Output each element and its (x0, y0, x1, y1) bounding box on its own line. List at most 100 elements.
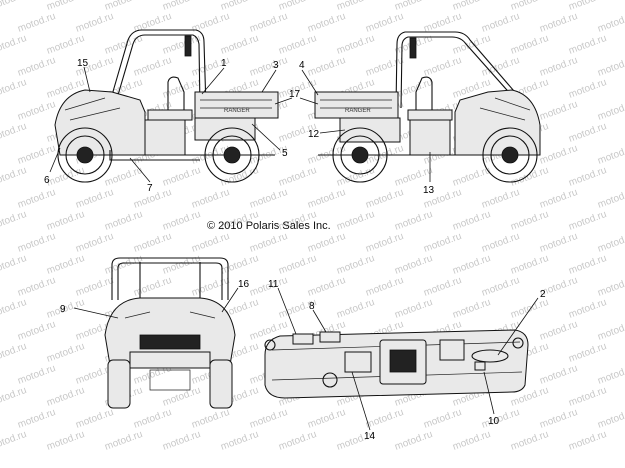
watermark-text: motod.ru (596, 11, 625, 35)
watermark-text: motod.ru (0, 209, 28, 233)
watermark-text: motod.ru (538, 187, 579, 211)
watermark-text: motod.ru (364, 187, 405, 211)
watermark-text: motod.ru (567, 385, 608, 409)
watermark-text: motod.ru (190, 11, 231, 35)
watermark-text: motod.ru (16, 363, 57, 387)
watermark-text: motod.ru (161, 429, 202, 453)
watermark-text: motod.ru (480, 407, 521, 431)
watermark-text: motod.ru (393, 253, 434, 277)
watermark-text: motod.ru (567, 341, 608, 365)
watermark-text: motod.ru (422, 55, 463, 79)
watermark-text: motod.ru (248, 55, 289, 79)
watermark-text: motod.ru (596, 363, 625, 387)
watermark-text: motod.ru (132, 187, 173, 211)
watermark-text: motod.ru (509, 33, 550, 57)
watermark-text: motod.ru (248, 187, 289, 211)
watermark-text: motod.ru (74, 11, 115, 35)
watermark-text: motod.ru (132, 407, 173, 431)
callout-4: 4 (299, 60, 305, 71)
watermark-text: motod.ru (45, 209, 86, 233)
watermark-text: motod.ru (132, 231, 173, 255)
watermark-text: motod.ru (190, 275, 231, 299)
watermark-text: motod.ru (16, 55, 57, 79)
watermark-text: motod.ru (422, 275, 463, 299)
watermark-text: motod.ru (306, 231, 347, 255)
watermark-text: motod.ru (364, 407, 405, 431)
watermark-text: motod.ru (567, 77, 608, 101)
watermark-text: motod.ru (161, 165, 202, 189)
watermark-text: motod.ru (509, 253, 550, 277)
leader-lines (49, 66, 539, 431)
watermark-text: motod.ru (306, 55, 347, 79)
watermark-text: motod.ru (538, 99, 579, 123)
watermark-text: motod.ru (306, 275, 347, 299)
watermark-text: motod.ru (277, 165, 318, 189)
callout-11: 11 (268, 279, 279, 290)
watermark-text: motod.ru (45, 385, 86, 409)
watermark-text: motod.ru (132, 55, 173, 79)
watermark-text: motod.ru (45, 429, 86, 453)
callout-7: 7 (147, 183, 153, 194)
watermark-text: motod.ru (16, 407, 57, 431)
watermark-text: motod.ru (190, 187, 231, 211)
watermark-text: motod.ru (248, 11, 289, 35)
watermark-text: motod.ru (16, 99, 57, 123)
watermark-text: motod.ru (538, 319, 579, 343)
watermark-text: motod.ru (161, 253, 202, 277)
vehicle-front-view (104, 257, 236, 409)
watermark-text: motod.ru (451, 165, 492, 189)
watermark-text: motod.ru (393, 429, 434, 453)
watermark-text: motod.ru (509, 297, 550, 321)
watermark-text: motod.ru (306, 187, 347, 211)
watermark-text: motod.ru (0, 77, 28, 101)
watermark-text: motod.ru (74, 187, 115, 211)
watermark-text: motod.ru (538, 407, 579, 431)
watermark-text: motod.ru (335, 297, 376, 321)
bed-brand-left: RANGER (224, 108, 250, 114)
callout-9: 9 (60, 304, 66, 315)
watermark-text: motod.ru (422, 407, 463, 431)
watermark-text: motod.ru (335, 209, 376, 233)
watermark-text: motod.ru (509, 165, 550, 189)
callout-13: 13 (423, 185, 435, 196)
watermark-text: motod.ru (364, 55, 405, 79)
vehicle-left-side-view: RANGER (54, 29, 279, 183)
watermark-text: motod.ru (538, 231, 579, 255)
watermark-text: motod.ru (567, 121, 608, 145)
watermark-text: motod.ru (45, 253, 86, 277)
watermark-text: motod.ru (103, 165, 144, 189)
watermark-text: motod.ru (0, 385, 28, 409)
watermark-text: motod.ru (0, 121, 28, 145)
watermark-text: motod.ru (0, 33, 28, 57)
callout-14: 14 (364, 431, 376, 442)
copyright-text: © 2010 Polaris Sales Inc. (207, 220, 331, 232)
callout-16: 16 (238, 279, 250, 290)
watermark-text: motod.ru (219, 33, 260, 57)
watermark-text: motod.ru (596, 407, 625, 431)
watermark-text: motod.ru (248, 407, 289, 431)
dashboard-view (264, 329, 529, 399)
watermark-text: motod.ru (596, 55, 625, 79)
wheel-front-left (57, 127, 113, 183)
watermark-text: motod.ru (451, 253, 492, 277)
watermark-text: motod.ru (103, 253, 144, 277)
watermark-text: motod.ru (422, 11, 463, 35)
watermark-text: motod.ru (538, 143, 579, 167)
watermark-text: motod.ru (45, 297, 86, 321)
callout-5: 5 (282, 148, 288, 159)
watermark-text: motod.ru (16, 275, 57, 299)
watermark-text: motod.ru (364, 275, 405, 299)
watermark-text: motod.ru (480, 11, 521, 35)
watermark-text: motod.ru (596, 275, 625, 299)
watermark-text: motod.ru (596, 231, 625, 255)
watermark-text: motod.ru (219, 253, 260, 277)
watermark-text: motod.ru (103, 209, 144, 233)
watermark-text: motod.ru (45, 341, 86, 365)
watermark-text: motod.ru (16, 143, 57, 167)
watermark-text: motod.ru (567, 209, 608, 233)
watermark-text: motod.ru (364, 11, 405, 35)
watermark-text: motod.ru (567, 429, 608, 453)
watermark-text: motod.ru (335, 33, 376, 57)
watermark-text: motod.ru (132, 275, 173, 299)
watermark-text: motod.ru (596, 143, 625, 167)
